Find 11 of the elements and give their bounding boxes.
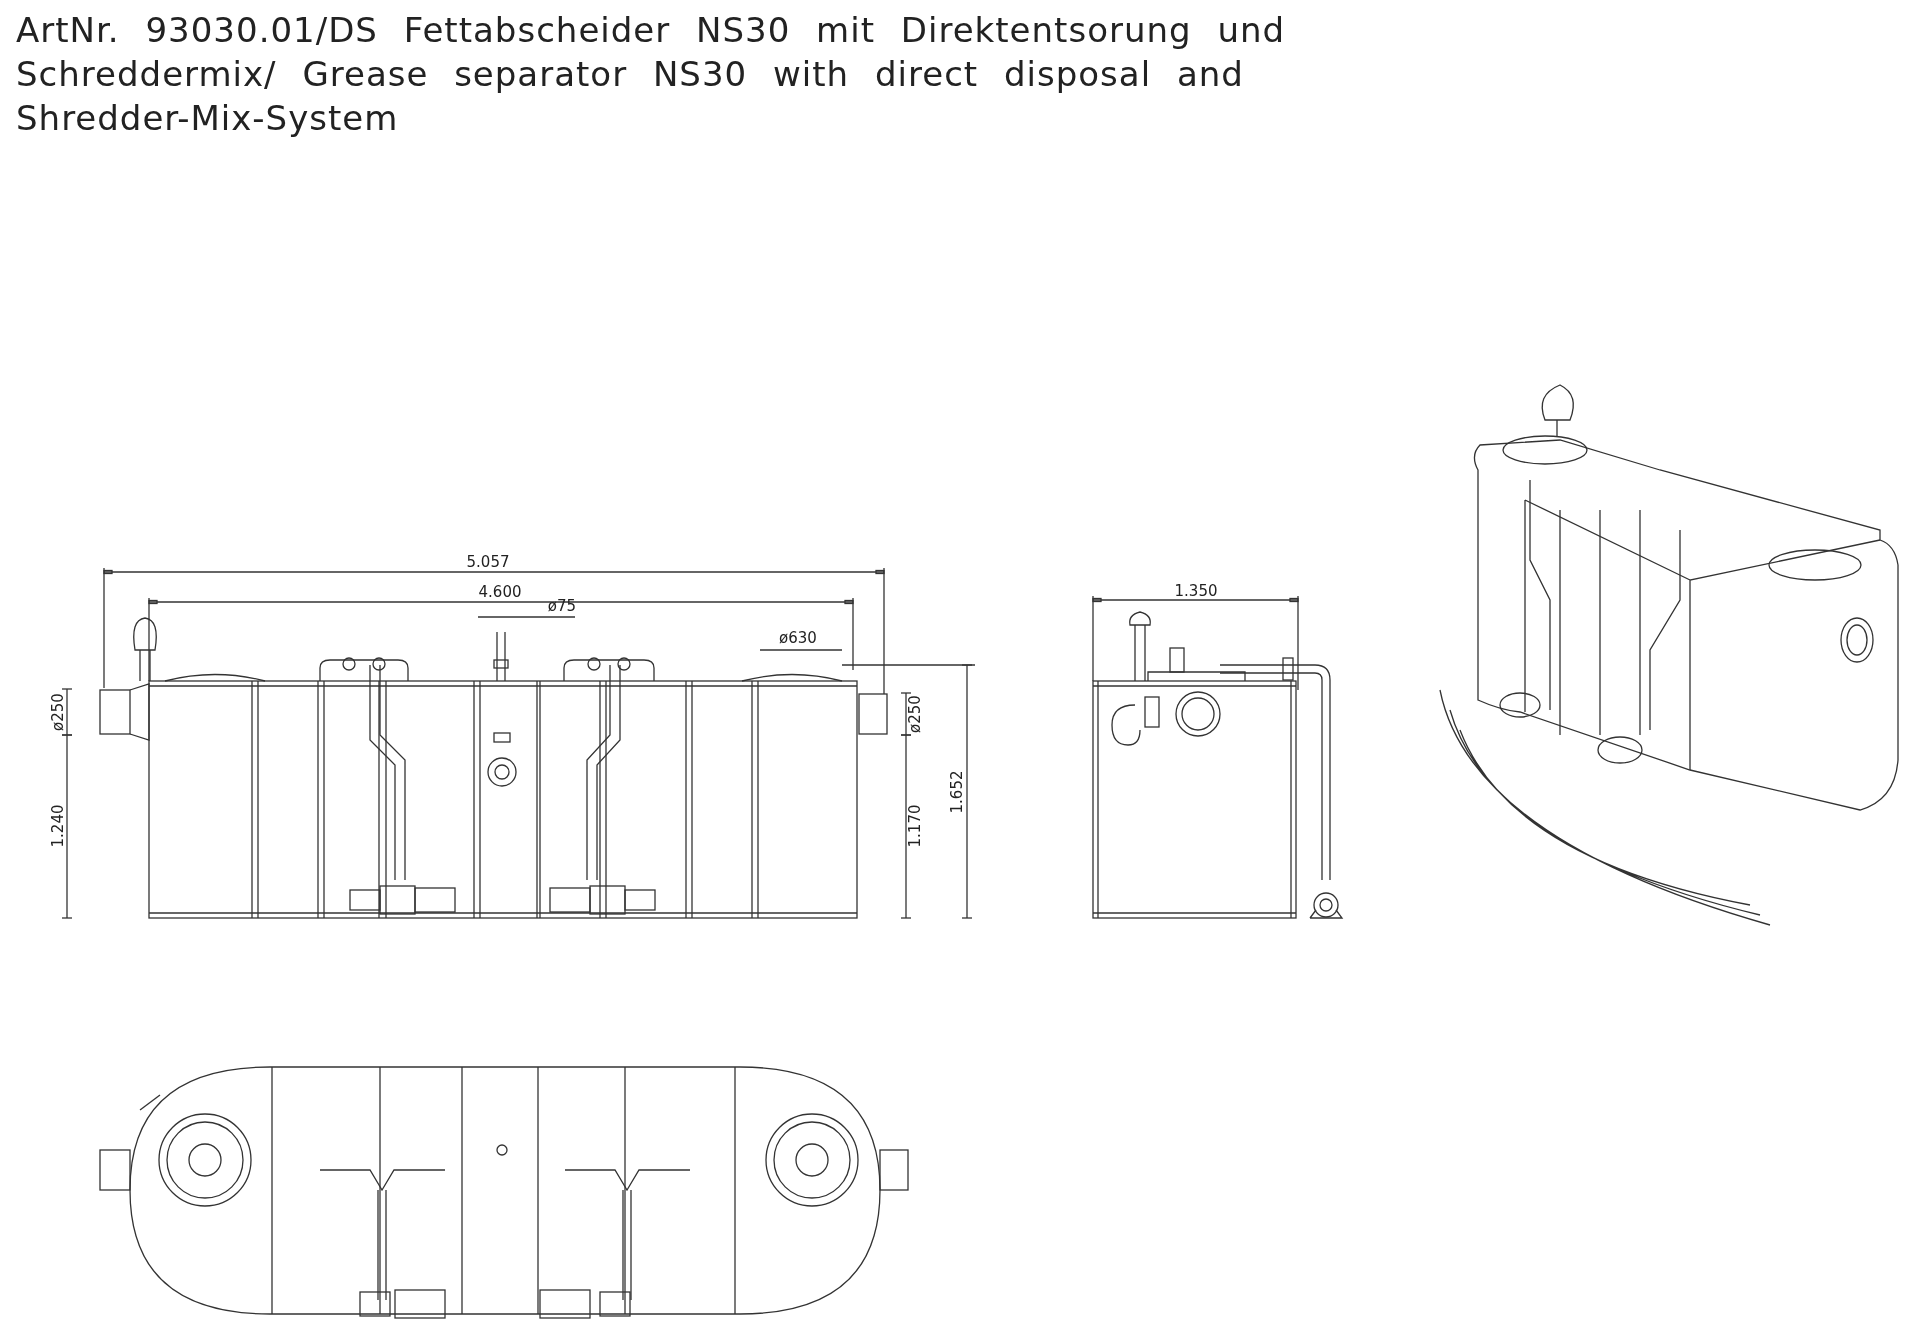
dimension-label: 5.057	[466, 553, 510, 571]
dimension-label: ø250	[49, 693, 67, 731]
dimension-label: 1.240	[49, 804, 67, 848]
dimension-label: ø75	[547, 597, 577, 615]
dimension-label: 1.170	[906, 804, 924, 848]
dimension-label: 4.600	[478, 583, 522, 601]
dimension-label: 1.350	[1174, 582, 1218, 600]
dimension-label: 1.652	[948, 770, 966, 814]
drawing-title: ArtNr. 93030.01/DS Fettabscheider NS30 mit Direktentsorung und Schreddermix/ Grease separator NS30 with direct disposal and Shredder-Mix-System	[16, 9, 1287, 140]
dimension-label: ø630	[779, 629, 817, 647]
dimension-label: ø250	[906, 695, 924, 733]
